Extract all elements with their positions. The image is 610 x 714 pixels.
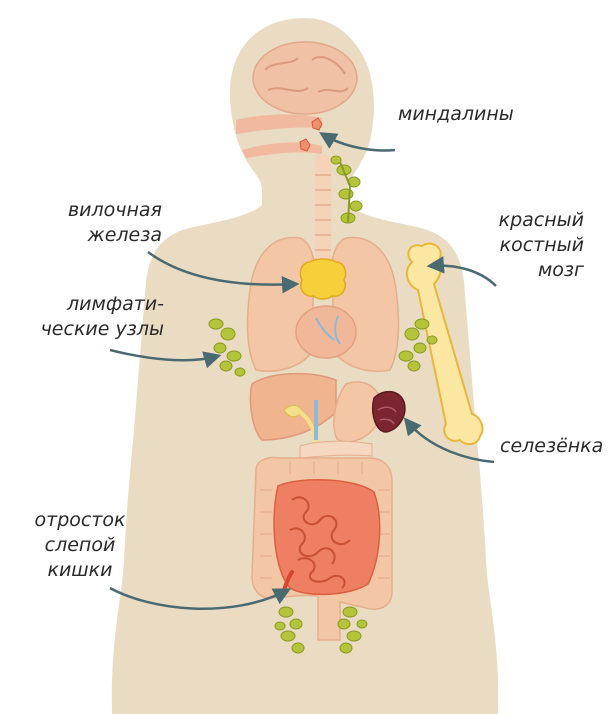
label-appendix: отросток слепой кишки xyxy=(10,508,150,583)
label-bone-marrow-line-1: красный xyxy=(462,208,584,233)
label-lymph-nodes-line-2: ческие узлы xyxy=(6,317,164,342)
label-spleen: селезёнка xyxy=(500,434,603,459)
brain xyxy=(253,42,357,114)
label-bone-marrow-line-3: мозг xyxy=(462,258,584,283)
label-tonsils: миндалины xyxy=(398,102,514,127)
label-bone-marrow-line-2: костный xyxy=(462,233,584,258)
label-appendix-line-3: кишки xyxy=(10,558,150,583)
label-spleen-text: селезёнка xyxy=(500,434,603,459)
label-lymph-nodes-line-1: лимфати- xyxy=(6,292,164,317)
label-appendix-line-1: отросток xyxy=(10,508,150,533)
label-lymph-nodes: лимфати- ческие узлы xyxy=(6,292,164,342)
label-thymus-line-2: железа xyxy=(40,223,162,248)
label-bone-marrow: красный костный мозг xyxy=(462,208,584,283)
label-thymus-line-1: вилочная xyxy=(40,198,162,223)
label-thymus: вилочная железа xyxy=(40,198,162,248)
label-appendix-line-2: слепой xyxy=(10,533,150,558)
pancreas xyxy=(300,441,372,458)
trachea xyxy=(315,155,331,265)
thymus xyxy=(300,259,345,299)
label-tonsils-text: миндалины xyxy=(398,102,514,127)
